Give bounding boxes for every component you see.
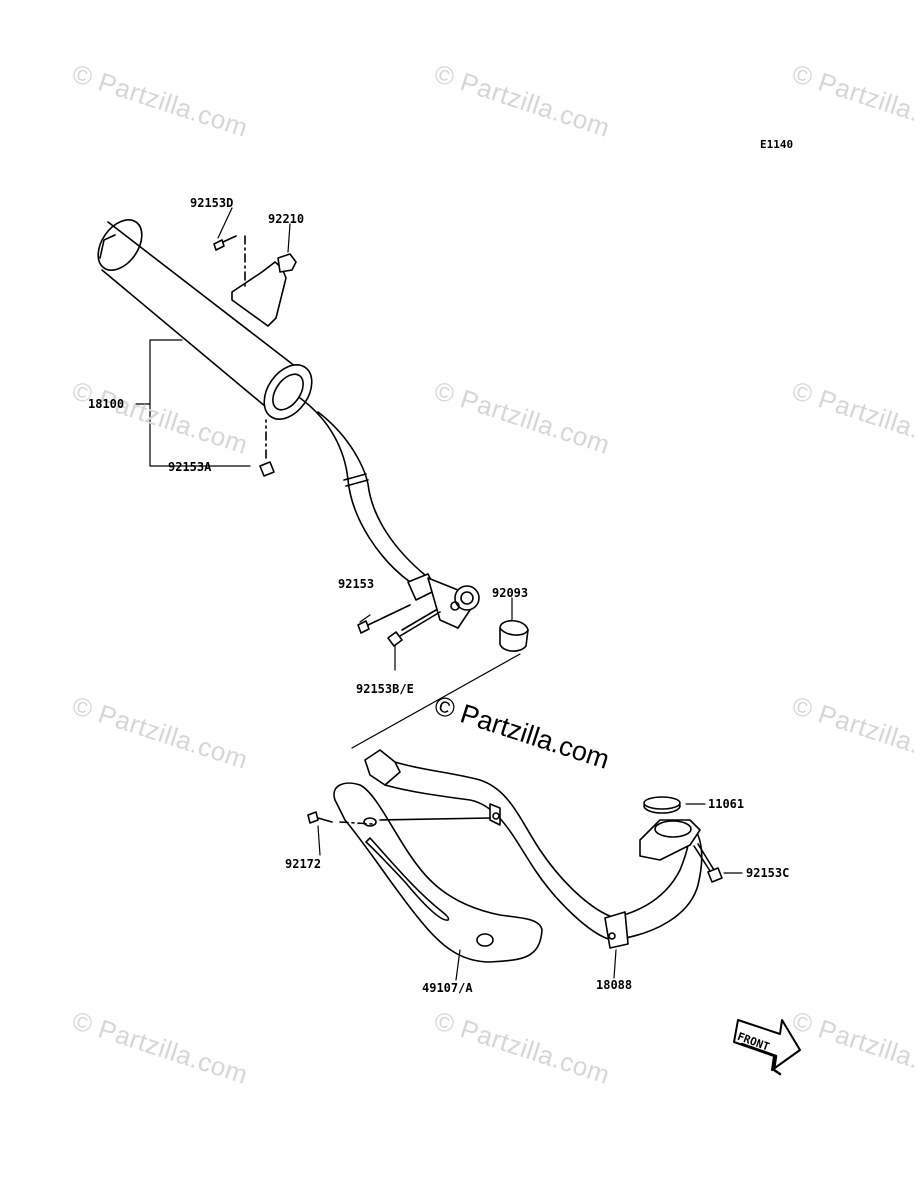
leader-lines	[135, 207, 743, 981]
bolt-92172	[307, 811, 491, 825]
gasket-92093	[499, 619, 529, 652]
part-label-18100[interactable]: 18100	[88, 397, 125, 411]
nut-92210	[277, 253, 297, 273]
front-arrow-icon	[733, 1019, 801, 1076]
bolt-92153D	[213, 235, 246, 291]
part-label-18088[interactable]: 18088	[596, 978, 633, 992]
part-label-92093[interactable]: 92093	[492, 586, 529, 600]
part-label-11061[interactable]: 11061	[708, 797, 745, 811]
part-label-92153[interactable]: 92153	[338, 577, 375, 591]
part-label-92153BE[interactable]: 92153B/E	[356, 682, 414, 696]
part-label-49107A[interactable]: 49107/A	[422, 981, 473, 995]
leader-92093	[351, 653, 521, 749]
part-label-92153A[interactable]: 92153A	[168, 460, 212, 474]
gasket-11061	[643, 796, 681, 814]
part-label-92210[interactable]: 92210	[268, 212, 305, 226]
bolt-92153	[357, 604, 411, 634]
heat-guard-49107A	[333, 782, 543, 963]
part-label-92153C[interactable]: 92153C	[746, 866, 790, 880]
bolt-92153A	[259, 419, 275, 477]
part-label-92153D[interactable]: 92153D	[190, 196, 234, 210]
muffler-18100	[97, 219, 313, 420]
bolt-92153C	[693, 843, 723, 883]
diagram-code: E1140	[760, 138, 794, 151]
bolt-92153BE	[387, 609, 441, 647]
tailpipe	[299, 397, 480, 629]
part-label-92172[interactable]: 92172	[285, 857, 322, 871]
header-pipe-18088	[364, 749, 703, 949]
